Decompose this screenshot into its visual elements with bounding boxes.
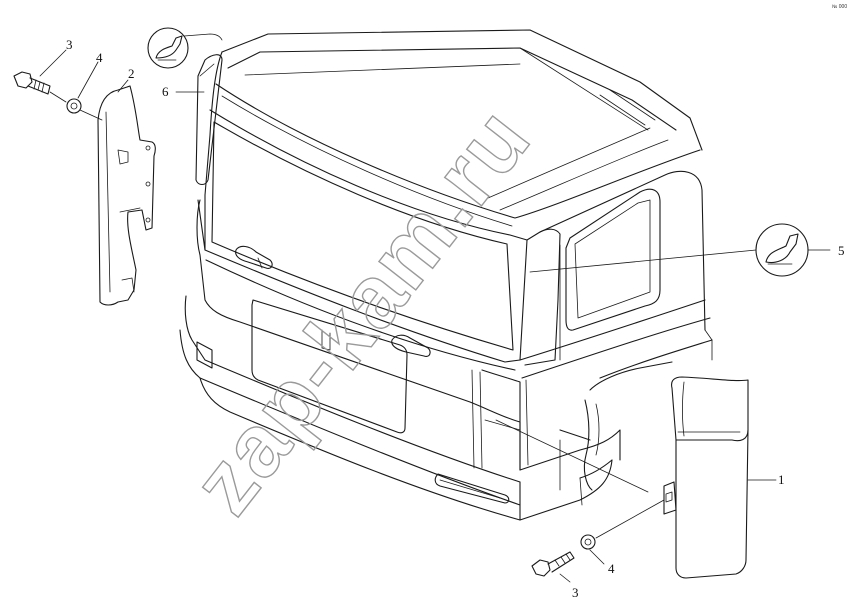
part-1-fender-cover xyxy=(663,376,749,579)
callout-6: 6 xyxy=(162,84,169,99)
part-3-bolt-top xyxy=(13,71,51,95)
callout-labels: 3 4 2 6 5 1 3 4 xyxy=(66,37,845,600)
assembly-line-top xyxy=(49,91,103,121)
cab-body xyxy=(179,29,713,521)
callout-4-bottom: 4 xyxy=(608,561,615,576)
callout-1: 1 xyxy=(778,472,785,487)
sealant-symbol-6 xyxy=(147,27,189,69)
sealant-symbol-5 xyxy=(755,223,809,277)
part-6-pillar-trim xyxy=(195,54,223,186)
callout-4-top: 4 xyxy=(96,50,103,65)
corner-mark: № 000 xyxy=(832,4,847,10)
callout-2: 2 xyxy=(128,66,135,81)
assembly-line-bottom xyxy=(595,499,665,539)
callout-5: 5 xyxy=(838,243,845,258)
part-3-bolt-bottom xyxy=(531,551,575,577)
part-2-side-panel xyxy=(97,85,156,306)
part-4-washer-bottom xyxy=(580,534,596,550)
leader-lines xyxy=(39,33,831,583)
callout-3-bottom: 3 xyxy=(572,585,579,600)
part-4-washer-top xyxy=(66,98,82,114)
callout-3-top: 3 xyxy=(66,37,73,52)
